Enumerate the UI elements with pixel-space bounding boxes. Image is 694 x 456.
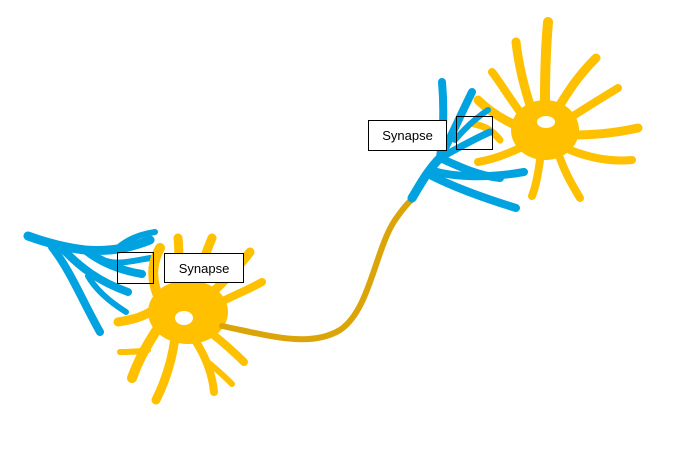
left-synapse-marker [117,252,154,284]
right-soma [470,17,643,202]
synapse-label-left: Synapse [164,253,244,283]
left-neuron [23,229,266,405]
right-synapse-marker [456,116,493,150]
synapse-label-right: Synapse [368,120,447,151]
right-nucleus [537,116,555,128]
right-axon-terminals [407,78,528,212]
right-neuron [407,17,643,212]
left-nucleus [175,311,193,325]
axon [219,195,417,343]
left-axon-terminals [23,229,158,336]
